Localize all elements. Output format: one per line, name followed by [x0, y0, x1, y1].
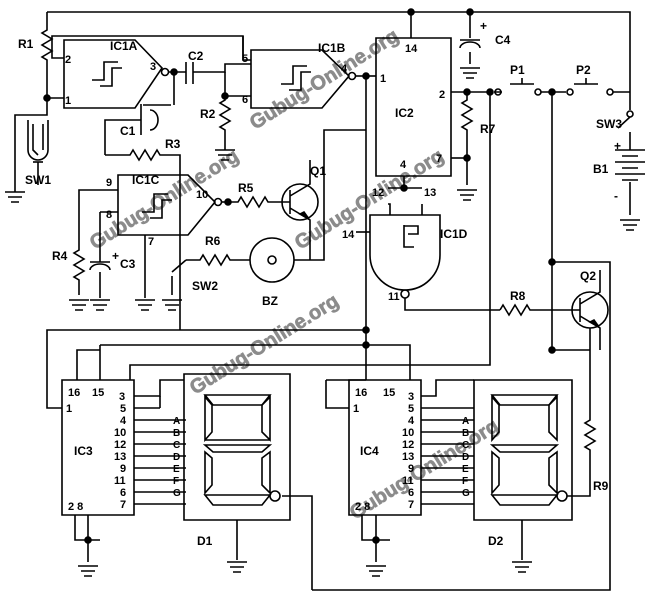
ic1d-pin-13: 13 — [424, 187, 436, 199]
ic1-pin-6: 6 — [242, 94, 248, 106]
label-c3: C3 — [120, 257, 136, 271]
label-ic2: IC2 — [395, 106, 414, 120]
ic3-pin-11: 11 — [114, 475, 126, 487]
d1-seg-g: G — [173, 488, 181, 499]
label-c1: C1 — [120, 124, 136, 138]
ic4-pin-3: 3 — [408, 391, 414, 403]
ic1-pin-4: 4 — [341, 63, 348, 75]
label-p2: P2 — [576, 63, 591, 77]
ic3-pin-4: 4 — [120, 415, 127, 427]
ic4-pin-11: 11 — [402, 475, 414, 487]
ic4-pin-7: 7 — [408, 499, 414, 511]
d2-seg-b: B — [462, 428, 469, 439]
label-c4: C4 — [495, 33, 511, 47]
ic3-pin-3: 3 — [119, 391, 125, 403]
ic1-pin-14: 14 — [342, 229, 355, 241]
label-sw3: SW3 — [596, 117, 622, 131]
ic3-pin-5: 5 — [120, 403, 126, 415]
ic1-pin-5: 5 — [242, 53, 248, 65]
d2-seg-f: F — [462, 476, 468, 487]
ic3-pin-6: 6 — [120, 487, 126, 499]
ic3-pin-10: 10 — [114, 427, 126, 439]
d1-seg-d: D — [173, 452, 180, 463]
label-ic1c: IC1C — [132, 173, 160, 187]
label-ic1d: IC1D — [440, 227, 468, 241]
ic4-pin-12: 12 — [402, 439, 414, 451]
label-q1: Q1 — [310, 164, 326, 178]
ic2-pin-2: 2 — [439, 89, 445, 101]
c4-plus: + — [480, 19, 487, 33]
ic4-pin-5: 5 — [408, 403, 414, 415]
ic3-pin-7: 7 — [120, 499, 126, 511]
label-r3: R3 — [165, 137, 181, 151]
label-r5: R5 — [238, 181, 254, 195]
label-r2: R2 — [200, 107, 216, 121]
label-bz: BZ — [262, 294, 278, 308]
label-r9: R9 — [593, 479, 609, 493]
label-ic4: IC4 — [360, 444, 379, 458]
ic1-pin-9: 9 — [106, 177, 112, 189]
ic1-pin-3: 3 — [150, 61, 156, 73]
label-sw1: SW1 — [25, 173, 51, 187]
label-c2: C2 — [188, 49, 204, 63]
ic3-pin-9: 9 — [120, 463, 126, 475]
ic1-pin-2: 2 — [65, 54, 71, 66]
ic3-pin-16: 16 — [68, 387, 80, 399]
ic1-pin-10: 10 — [196, 189, 208, 201]
d1-seg-c: C — [173, 440, 180, 451]
ic4-pin-10: 10 — [402, 427, 414, 439]
ic4-pin-6: 6 — [408, 487, 414, 499]
ic1-pin-11: 11 — [388, 291, 400, 303]
label-r7: R7 — [480, 122, 496, 136]
label-r1: R1 — [18, 37, 34, 51]
label-ic3: IC3 — [74, 444, 93, 458]
label-d1: D1 — [197, 534, 213, 548]
label-p1: P1 — [510, 63, 525, 77]
d2-seg-d: D — [462, 452, 469, 463]
label-r6: R6 — [205, 234, 221, 248]
label-ic1a: IC1A — [110, 39, 138, 53]
label-ic1b: IC1B — [318, 41, 346, 55]
ic3-pin-15: 15 — [92, 387, 104, 399]
ic1-pin-7: 7 — [148, 236, 154, 248]
ic3-pin-12: 12 — [114, 439, 126, 451]
ic2-pin-1: 1 — [380, 73, 386, 85]
d2-seg-g: G — [462, 488, 470, 499]
ic4-pin-1: 1 — [353, 403, 359, 415]
d2-seg-e: E — [462, 464, 469, 475]
label-r4: R4 — [52, 249, 68, 263]
ic4-pin-16: 16 — [355, 387, 367, 399]
label-q2: Q2 — [580, 269, 596, 283]
label-b1: B1 — [593, 162, 609, 176]
ic3-pin-1: 1 — [66, 403, 72, 415]
label-d2: D2 — [488, 534, 504, 548]
ic2-pin-7: 7 — [436, 153, 442, 165]
ic3-pin-2-8: 2 8 — [68, 501, 83, 513]
ic4-pin-15: 15 — [383, 387, 395, 399]
c3-plus: + — [112, 249, 119, 263]
label-sw2: SW2 — [192, 279, 218, 293]
d2-seg-a: A — [462, 416, 469, 427]
ic1d-pin-12: 12 — [372, 187, 384, 199]
d2-seg-c: C — [462, 440, 469, 451]
ic2-pin-14: 14 — [405, 43, 418, 55]
b1-minus: - — [614, 189, 618, 203]
ic4-pin-13: 13 — [402, 451, 414, 463]
ic3-pin-13: 13 — [114, 451, 126, 463]
b1-plus: + — [614, 139, 621, 153]
d1-seg-e: E — [173, 464, 180, 475]
label-r8: R8 — [510, 289, 526, 303]
d1-seg-f: F — [173, 476, 179, 487]
d1-seg-a: A — [173, 416, 180, 427]
ic4-pin-4: 4 — [408, 415, 415, 427]
ic1-pin-8: 8 — [106, 209, 112, 221]
ic4-pin-9: 9 — [408, 463, 414, 475]
ic4-pin-2-8: 2 8 — [355, 501, 370, 513]
ic2-pin-4: 4 — [400, 159, 407, 171]
d1-seg-b: B — [173, 428, 180, 439]
ic1-pin-1: 1 — [65, 95, 71, 107]
